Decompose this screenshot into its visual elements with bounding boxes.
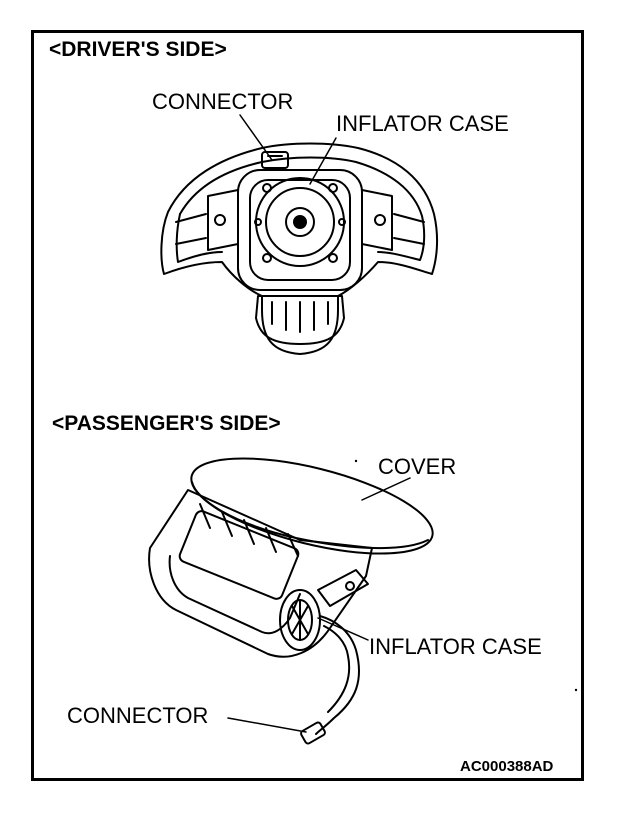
passenger-connector-leader (227, 717, 307, 733)
figure-code: AC000388AD (460, 758, 554, 775)
driver-connector-leader (239, 114, 273, 161)
passenger-airbag-module (148, 457, 434, 745)
passenger-side-heading: <PASSENGER'S SIDE> (52, 412, 281, 435)
driver-airbag-module (160, 142, 439, 355)
passenger-cover-label: COVER (378, 454, 457, 479)
driver-inflator-leader (309, 137, 337, 185)
driver-side-heading: <DRIVER'S SIDE> (49, 38, 227, 61)
passenger-cover-leader (361, 477, 411, 501)
passenger-inflator-leader (317, 617, 369, 641)
diagram-frame (31, 30, 584, 781)
passenger-inflator-case-label: INFLATOR CASE (369, 634, 542, 659)
driver-connector-label: CONNECTOR (152, 89, 294, 114)
driver-inflator-case-label: INFLATOR CASE (336, 111, 509, 136)
passenger-connector-label: CONNECTOR (67, 703, 209, 728)
